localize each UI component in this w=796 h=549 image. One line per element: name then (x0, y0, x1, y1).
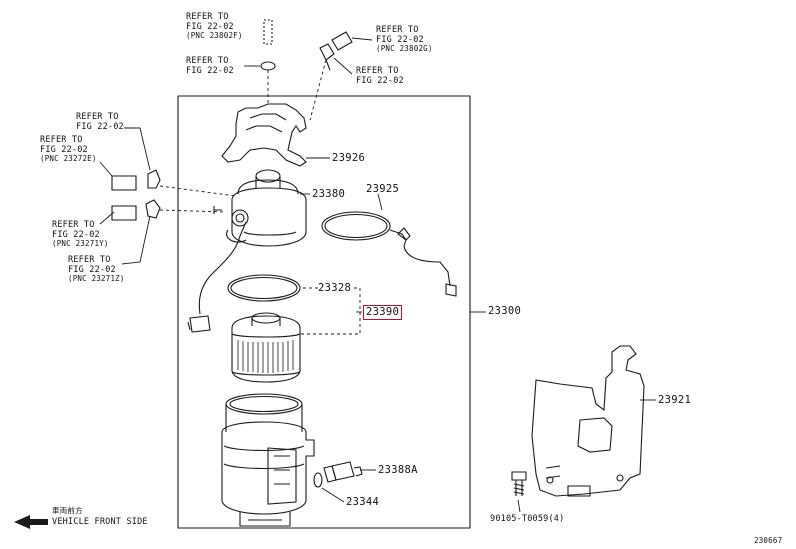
assembly-boundary (177, 95, 471, 529)
ref-fig: FIG 22-02 (52, 229, 100, 240)
vehicle-front-arrow (14, 515, 48, 529)
drain-plug (323, 461, 363, 483)
left-hose-upper (111, 169, 161, 191)
ref-fig: FIG 22-02 (376, 34, 424, 45)
filter-head (213, 169, 307, 247)
ref-label-left-hose-upper[interactable]: REFER TO FIG 22-02 (PNC 23272E) (40, 136, 97, 163)
ref-label-left-clip-upper[interactable]: REFER TO FIG 22-02 (76, 113, 124, 131)
ref-label-top-clip[interactable]: REFER TO FIG 22-02 (186, 57, 234, 75)
ref-refer: REFER TO (68, 255, 111, 265)
ref-label-top-hose[interactable]: REFER TO FIG 22-02 (PNC 23802G) (376, 26, 433, 53)
part-23925-label[interactable]: 23925 (366, 183, 400, 195)
part-23921-label[interactable]: 23921 (658, 394, 692, 406)
part-23380-label[interactable]: 23380 (312, 188, 346, 200)
upper-cover (221, 103, 307, 167)
part-23344-label[interactable]: 23344 (346, 496, 380, 508)
bracket (531, 345, 645, 497)
ref-fig: FIG 22-02 (186, 21, 234, 32)
top-clip (260, 61, 276, 71)
part-23388A-label[interactable]: 23388A (378, 464, 418, 476)
part-23328-label[interactable]: 23328 (318, 282, 352, 294)
ref-fig: FIG 22-02 (76, 121, 124, 132)
ref-label-left-hose-lower[interactable]: REFER TO FIG 22-02 (PNC 23271Y) (52, 221, 109, 248)
ref-refer: REFER TO (186, 56, 229, 66)
ref-refer: REFER TO (40, 135, 83, 145)
top-hose-connector (319, 31, 353, 71)
ref-fig: FIG 22-02 (68, 264, 116, 275)
ref-pnc: (PNC 23271Y) (52, 239, 109, 248)
left-hose-lower (111, 199, 161, 221)
part-bolt-label[interactable]: 90105-T0059(4) (490, 514, 565, 524)
ref-fig: FIG 22-02 (40, 144, 88, 155)
ref-label-left-clip-lower[interactable]: REFER TO FIG 22-02 (PNC 23271Z) (68, 256, 125, 283)
ref-label-top-connector[interactable]: REFER TO FIG 22-02 (356, 67, 404, 85)
ref-refer: REFER TO (76, 112, 119, 122)
ref-fig: FIG 22-02 (186, 65, 234, 76)
part-23390-label[interactable]: 23390 (363, 305, 403, 320)
ref-pnc: (PNC 23272E) (40, 154, 97, 163)
ref-pnc: (PNC 23802F) (186, 31, 243, 40)
ref-refer: REFER TO (376, 25, 419, 35)
ref-fig: FIG 22-02 (356, 75, 404, 86)
part-23926-label[interactable]: 23926 (332, 152, 366, 164)
part-23300-label[interactable]: 23300 (488, 305, 522, 317)
drain-o-ring (313, 472, 323, 488)
o-ring-23925 (321, 211, 457, 297)
vehicle-front-jp: 車両前方 (52, 506, 83, 515)
filter-bowl (221, 393, 315, 527)
ref-refer: REFER TO (52, 220, 95, 230)
ref-pnc: (PNC 23271Z) (68, 274, 125, 283)
o-ring-23328 (227, 274, 301, 302)
ref-refer: REFER TO (356, 66, 399, 76)
catalog-id: 230667 (754, 536, 783, 545)
ref-label-top-plug[interactable]: REFER TO FIG 22-02 (PNC 23802F) (186, 13, 243, 40)
top-plug (263, 19, 273, 45)
bolt (511, 471, 527, 496)
filter-element (231, 312, 301, 383)
vehicle-front-en: VEHICLE FRONT SIDE (52, 517, 148, 527)
ref-pnc: (PNC 23802G) (376, 44, 433, 53)
ref-refer: REFER TO (186, 12, 229, 22)
wire-harness (187, 221, 247, 333)
